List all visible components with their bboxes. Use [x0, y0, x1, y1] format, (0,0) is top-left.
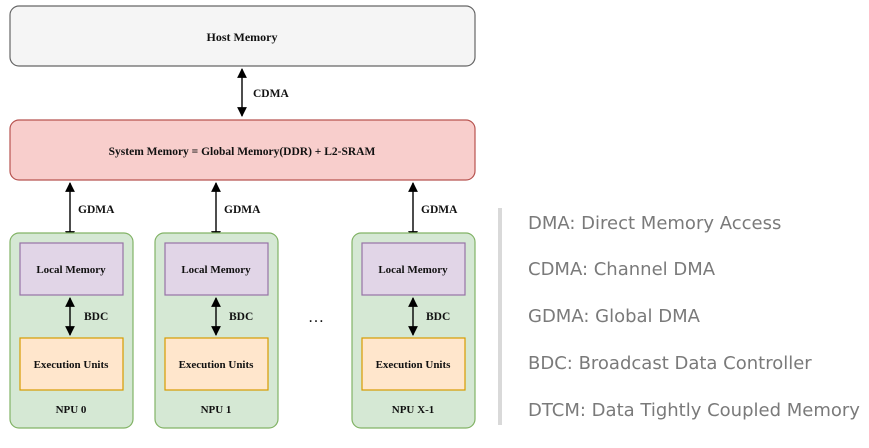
legend: DMA: Direct Memory Access CDMA: Channel … [498, 208, 860, 425]
npu-name: NPU 0 [56, 404, 87, 416]
npu-name: NPU 1 [201, 404, 232, 416]
local-memory-box [164, 242, 269, 296]
bdc-label: BDC [229, 311, 253, 323]
gdma-label: GDMA [78, 204, 115, 216]
gdma-label: GDMA [421, 204, 458, 216]
execution-units-box [19, 337, 124, 391]
local-memory-label: Local Memory [36, 264, 106, 276]
npu-group-0: GDMA Local Memory BDC Execution Units NP… [9, 182, 134, 429]
execution-units-label: Execution Units [376, 359, 452, 371]
legend-item-bdc: BDC: Broadcast Data Controller [528, 353, 812, 374]
bdc-label: BDC [84, 311, 108, 323]
execution-units-box [164, 337, 269, 391]
legend-item-gdma: GDMA: Global DMA [528, 306, 701, 327]
local-memory-box [19, 242, 124, 296]
system-memory-node: System Memory = Global Memory(DDR) + L2-… [9, 119, 476, 181]
system-memory-label: System Memory = Global Memory(DDR) + L2-… [109, 146, 376, 158]
execution-units-label: Execution Units [179, 359, 255, 371]
local-memory-label: Local Memory [181, 264, 251, 276]
legend-item-dtcm: DTCM: Data Tightly Coupled Memory [528, 400, 860, 421]
host-memory-label: Host Memory [207, 30, 278, 44]
cdma-label: CDMA [253, 88, 289, 100]
gdma-label: GDMA [224, 204, 261, 216]
local-memory-label: Local Memory [378, 264, 448, 276]
npu-ellipsis: … [308, 309, 324, 326]
cdma-connection: CDMA [237, 68, 289, 117]
npu-group-1: GDMA Local Memory BDC Execution Units NP… [154, 182, 279, 429]
local-memory-box [361, 242, 466, 296]
npu-group-last: GDMA Local Memory BDC Execution Units NP… [351, 182, 476, 429]
execution-units-label: Execution Units [34, 359, 110, 371]
legend-divider [498, 208, 502, 425]
bdc-label: BDC [426, 311, 450, 323]
host-memory-node: Host Memory [9, 5, 476, 67]
legend-item-cdma: CDMA: Channel DMA [528, 259, 716, 280]
npu-name: NPU X-1 [392, 404, 434, 416]
legend-item-dma: DMA: Direct Memory Access [528, 213, 781, 234]
execution-units-box [361, 337, 466, 391]
